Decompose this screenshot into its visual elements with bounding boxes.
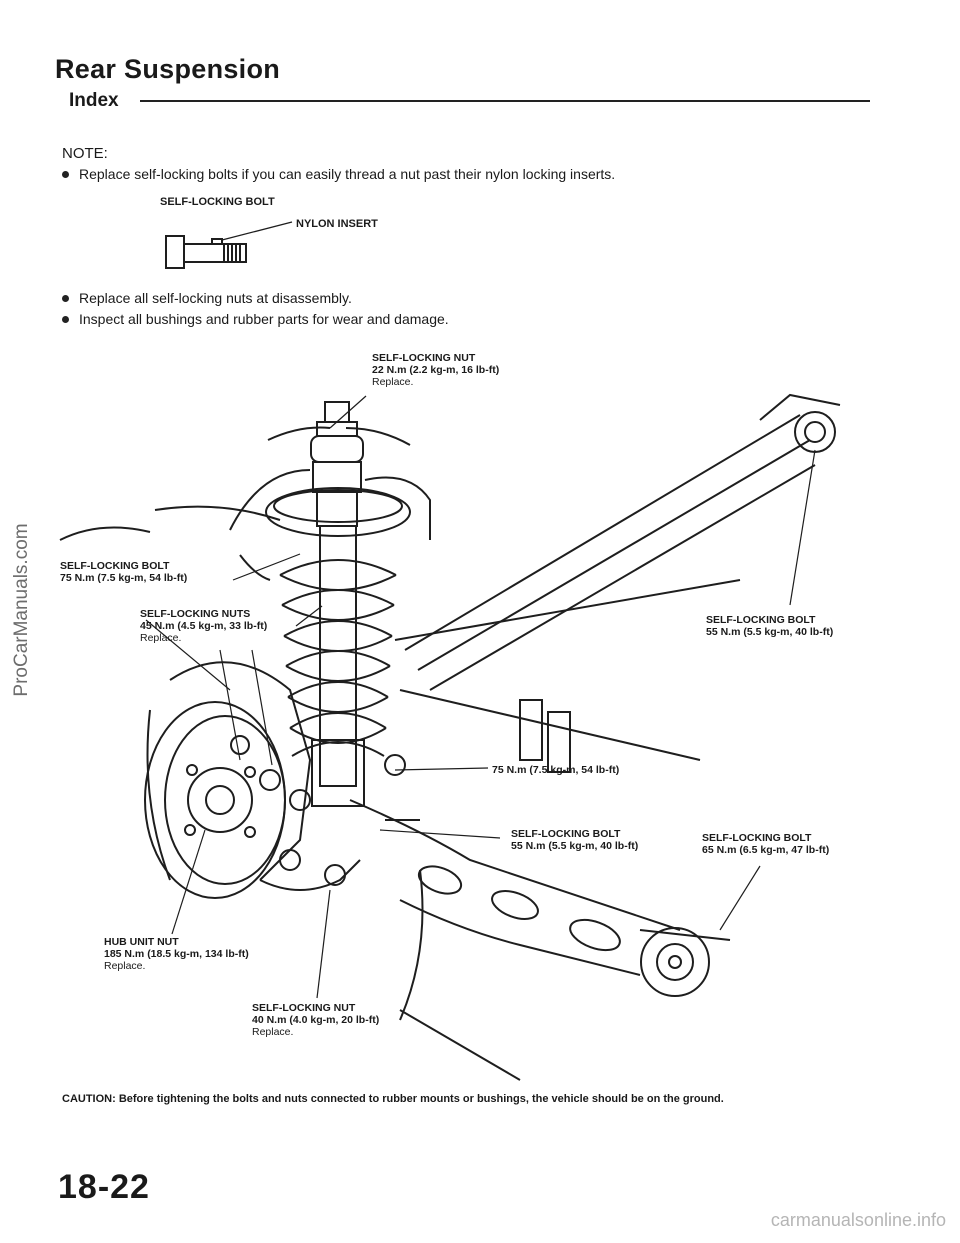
callout-left-bolt-spec: 75 N.m (7.5 kg-m, 54 lb-ft): [60, 572, 188, 584]
callout-bottom-nut-name: SELF-LOCKING NUT: [252, 1002, 356, 1014]
lateral-link: [394, 393, 841, 773]
bullet-icon: [62, 294, 69, 302]
callout-bottom-nut: SELF-LOCKING NUT 40 N.m (4.0 kg-m, 20 lb…: [252, 1002, 379, 1038]
note-item-2: Replace all self-locking nuts at disasse…: [62, 290, 352, 306]
callout-right-bolt: SELF-LOCKING BOLT 55 N.m (5.5 kg-m, 40 l…: [706, 614, 833, 638]
callout-left-bolt: SELF-LOCKING BOLT 75 N.m (7.5 kg-m, 54 l…: [60, 560, 187, 584]
bullet-icon: [62, 315, 69, 323]
side-watermark-text: ProCarManuals.com: [11, 523, 32, 697]
callout-right-bolt-spec: 55 N.m (5.5 kg-m, 40 lb-ft): [706, 626, 834, 638]
callout-strut-nuts-name: SELF-LOCKING NUTS: [140, 608, 251, 620]
side-watermark: ProCarManuals.com: [0, 480, 40, 740]
caution-text: CAUTION: Before tightening the bolts and…: [62, 1093, 724, 1105]
callout-right-bolt-name: SELF-LOCKING BOLT: [706, 614, 816, 626]
callout-top-nut: SELF-LOCKING NUT 22 N.m (2.2 kg-m, 16 lb…: [372, 352, 499, 388]
callout-arm-bolt: SELF-LOCKING BOLT 65 N.m (6.5 kg-m, 47 l…: [702, 832, 829, 856]
hub-and-knuckle: [144, 661, 406, 899]
callout-mid-torque-spec: 75 N.m (7.5 kg-m, 54 lb-ft): [492, 764, 620, 776]
callout-hub-nut-name: HUB UNIT NUT: [104, 936, 179, 948]
callout-strut-nuts-note: Replace.: [140, 632, 182, 644]
callout-top-nut-spec: 22 N.m (2.2 kg-m, 16 lb-ft): [372, 364, 500, 376]
callout-left-bolt-name: SELF-LOCKING BOLT: [60, 560, 170, 572]
callout-center-bolt-name: SELF-LOCKING BOLT: [511, 828, 621, 840]
note-text-3: Inspect all bushings and rubber parts fo…: [79, 311, 449, 327]
callout-top-nut-name: SELF-LOCKING NUT: [372, 352, 476, 364]
callout-hub-nut-spec: 185 N.m (18.5 kg-m, 134 lb-ft): [104, 948, 249, 960]
note-text-1: Replace self-locking bolts if you can ea…: [79, 166, 616, 182]
subtitle-rule: [140, 100, 870, 102]
callout-hub-nut-note: Replace.: [104, 960, 146, 972]
self-locking-bolt-icon: [165, 221, 293, 269]
note-heading: NOTE:: [62, 145, 108, 162]
callout-mid-torque: 75 N.m (7.5 kg-m, 54 lb-ft): [492, 764, 619, 776]
bolt-detail-title: SELF-LOCKING BOLT: [160, 196, 275, 208]
note-text-2: Replace all self-locking nuts at disasse…: [79, 290, 352, 306]
callout-strut-nuts-spec: 45 N.m (4.5 kg-m, 33 lb-ft): [140, 620, 268, 632]
callout-center-bolt: SELF-LOCKING BOLT 55 N.m (5.5 kg-m, 40 l…: [511, 828, 638, 852]
callout-top-nut-note: Replace.: [372, 376, 414, 388]
callout-bottom-nut-note: Replace.: [252, 1026, 294, 1038]
note-item-3: Inspect all bushings and rubber parts fo…: [62, 311, 449, 327]
callout-strut-nuts: SELF-LOCKING NUTS 45 N.m (4.5 kg-m, 33 l…: [140, 608, 267, 644]
footer-watermark: carmanualsonline.info: [770, 1210, 946, 1230]
section-subtitle: Index: [69, 90, 119, 111]
note-item-1: Replace self-locking bolts if you can ea…: [62, 166, 615, 182]
callout-hub-nut: HUB UNIT NUT 185 N.m (18.5 kg-m, 134 lb-…: [104, 936, 249, 972]
nylon-insert-label: NYLON INSERT: [296, 218, 378, 230]
page-number: 18-22: [58, 1168, 150, 1206]
bullet-icon: [62, 170, 69, 178]
strut-assembly: [229, 401, 431, 807]
callout-bottom-nut-spec: 40 N.m (4.0 kg-m, 20 lb-ft): [252, 1014, 380, 1026]
callout-arm-bolt-spec: 65 N.m (6.5 kg-m, 47 lb-ft): [702, 844, 830, 856]
page-title: Rear Suspension: [55, 54, 281, 84]
callout-arm-bolt-name: SELF-LOCKING BOLT: [702, 832, 812, 844]
callout-center-bolt-spec: 55 N.m (5.5 kg-m, 40 lb-ft): [511, 840, 639, 852]
